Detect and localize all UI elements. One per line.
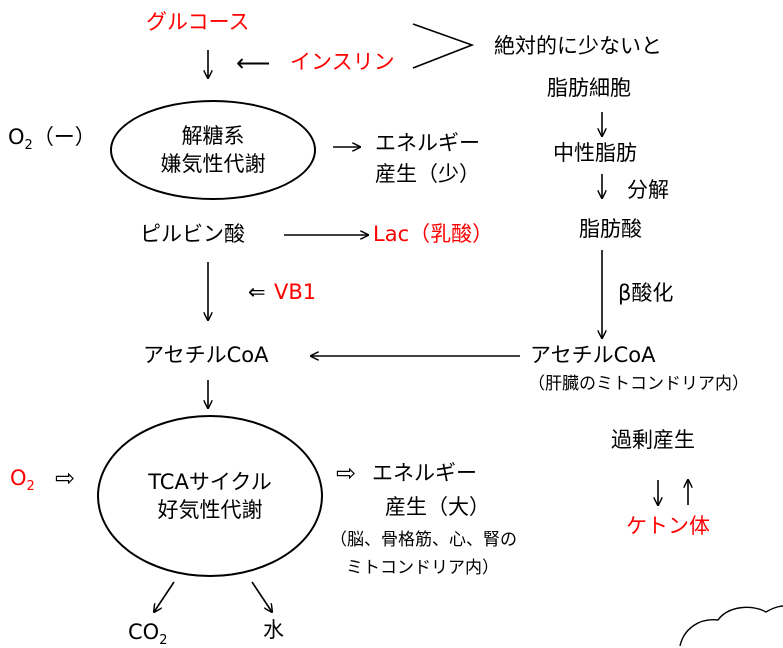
o2-minus-sub: 2	[24, 138, 33, 154]
pyruvate-label: ピルビン酸	[140, 222, 245, 246]
adipocyte-label: 脂肪細胞	[547, 76, 631, 100]
o2-minus-rest: （ー）	[32, 125, 96, 149]
neutral-fat-label: 中性脂肪	[553, 141, 637, 165]
tca-hollow-arrow-icon: ⇨	[336, 459, 357, 487]
tca-line1: TCAサイクル	[148, 469, 272, 494]
glucose-label: グルコース	[146, 10, 250, 34]
arrow-to-co2	[154, 581, 175, 612]
glycolysis-oval: 解糖系 嫌気性代謝	[110, 100, 316, 200]
o2-label: O2	[10, 466, 35, 495]
o2-sub: 2	[26, 479, 35, 495]
ketone-body-label: ケトン体	[626, 514, 710, 538]
liver-mitochondria-label: （肝臓のミトコンドリア内）	[528, 374, 749, 394]
lactate-label: Lac（乳酸）	[373, 222, 494, 246]
energy-small-line1: エネルギー	[375, 131, 480, 155]
energy-large-line1: エネルギー	[372, 461, 477, 485]
arrow-to-water	[251, 581, 272, 612]
water-label: 水	[263, 618, 284, 642]
insulin-label: インスリン	[290, 50, 395, 74]
fatty-acid-label: 脂肪酸	[579, 217, 642, 241]
co2-co: CO	[128, 620, 160, 644]
breakdown-label: 分解	[627, 178, 669, 202]
glycolysis-line1: 解糖系	[181, 123, 245, 148]
insulin-arrow-icon: ⟵	[236, 49, 271, 77]
acetyl-coa-right-label: アセチルCoA	[530, 343, 656, 367]
vb1-label: VB1	[274, 280, 317, 304]
glycolysis-line2: 嫌気性代謝	[160, 152, 266, 176]
o2-minus-o: O	[8, 125, 25, 149]
co2-sub: 2	[159, 633, 168, 648]
o2-hollow-arrow-icon: ⇨	[55, 464, 76, 492]
excess-production-label: 過剰産生	[611, 428, 695, 452]
o2-o: O	[10, 466, 27, 490]
bracket-lines	[412, 23, 475, 69]
beta-oxidation-label: β酸化	[618, 281, 674, 305]
acetyl-coa-left-label: アセチルCoA	[143, 343, 269, 367]
organs-line2: ミトコンドリア内）	[346, 558, 499, 578]
absolute-lack-label: 絶対的に少ないと	[494, 34, 662, 58]
energy-small-line2: 産生（少）	[375, 162, 480, 186]
organs-line1: （脳、骨格筋、心、腎の	[330, 530, 517, 550]
cloud-shape	[679, 605, 783, 646]
tca-line2: 好気性代謝	[157, 498, 263, 522]
o2-minus-label: O2（ー）	[8, 125, 96, 154]
tca-oval: TCAサイクル 好気性代謝	[97, 415, 323, 577]
energy-large-line2: 産生（大）	[385, 495, 490, 519]
co2-label: CO2	[128, 620, 168, 648]
vb1-arrow-icon: ⇐	[248, 280, 266, 304]
